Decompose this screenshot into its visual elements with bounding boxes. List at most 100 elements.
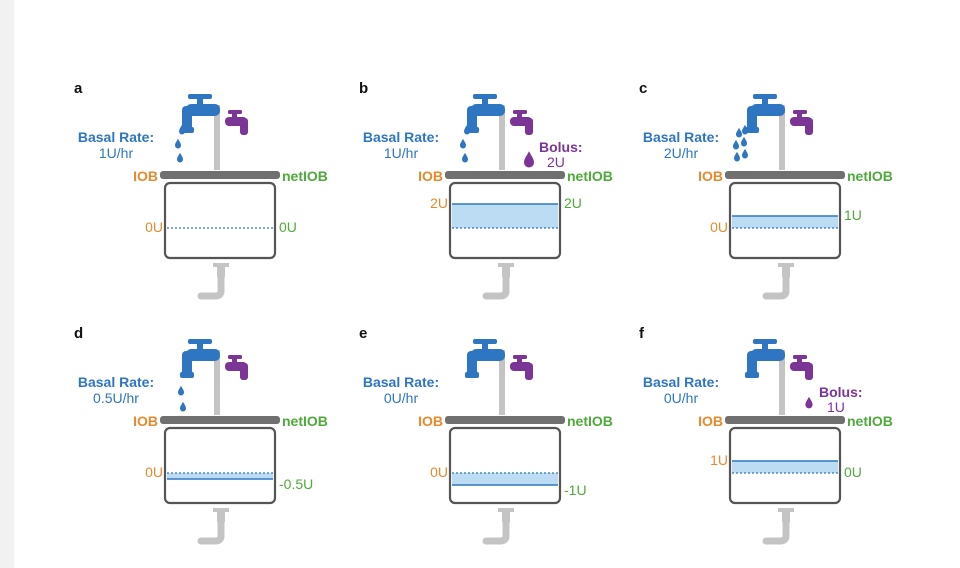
basal-drop-icon bbox=[742, 124, 748, 135]
basal-faucet-handle bbox=[473, 94, 497, 99]
basal-drop-icon bbox=[742, 148, 748, 159]
bolus-faucet-stem bbox=[232, 113, 237, 118]
net-iob-label: netIOB bbox=[282, 413, 328, 429]
iob-label: IOB bbox=[698, 413, 723, 429]
drain-cap bbox=[778, 263, 794, 267]
bolus-faucet-spout bbox=[805, 118, 813, 135]
bolus-value: 2U bbox=[547, 154, 565, 170]
basal-rate-value: 2U/hr bbox=[663, 145, 699, 161]
basal-faucet-body bbox=[186, 104, 220, 116]
bolus-faucet-icon bbox=[790, 110, 813, 135]
iob-label: IOB bbox=[133, 168, 158, 184]
basal-drop-icon bbox=[175, 138, 181, 149]
bolus-label: Bolus: bbox=[539, 139, 583, 155]
basal-rate-label: Basal Rate: bbox=[362, 374, 440, 390]
basal-rate-value: 0.5U/hr bbox=[93, 390, 139, 406]
basal-drop-icon bbox=[464, 124, 470, 135]
basal-faucet-stem bbox=[482, 98, 488, 106]
drain-trap bbox=[197, 518, 225, 545]
bolus-faucet-stem bbox=[797, 113, 802, 118]
drain-cap bbox=[778, 508, 794, 512]
basal-faucet-icon bbox=[180, 339, 220, 378]
inflow-pipe bbox=[214, 105, 220, 170]
basal-faucet-body bbox=[751, 349, 785, 361]
bolus-faucet-handle bbox=[513, 110, 527, 114]
bolus-faucet-icon bbox=[510, 110, 533, 135]
tank bbox=[163, 426, 277, 505]
bolus-faucet-handle bbox=[513, 355, 527, 359]
basal-faucet-stem bbox=[197, 343, 203, 351]
basal-rate-value: 0U/hr bbox=[383, 390, 419, 406]
bolus-drop-icon bbox=[805, 396, 813, 409]
basal-drop-icon bbox=[460, 138, 466, 149]
basal-drop-icon bbox=[462, 152, 468, 163]
basal-rate-label: Basal Rate: bbox=[77, 374, 155, 390]
net-iob-label: netIOB bbox=[567, 413, 613, 429]
net-iob-value: 1U bbox=[844, 207, 862, 223]
tank-lid bbox=[445, 171, 565, 179]
basal-drop-icon bbox=[733, 139, 739, 150]
bolus-faucet-icon bbox=[225, 355, 248, 380]
drain-cap bbox=[498, 508, 514, 512]
panel-b-drawing bbox=[445, 94, 565, 300]
basal-faucet-spout bbox=[747, 351, 757, 377]
basal-drop-icon bbox=[736, 127, 742, 138]
drain-neck bbox=[217, 267, 225, 277]
bolus-faucet-stem bbox=[517, 358, 522, 363]
basal-rate-value: 1U/hr bbox=[98, 145, 134, 161]
basal-faucet-body bbox=[471, 349, 505, 361]
basal-faucet-nozzle bbox=[745, 127, 759, 133]
iob-value: 0U bbox=[710, 219, 728, 235]
panel-letter: b bbox=[359, 80, 369, 97]
basal-faucet-body bbox=[471, 104, 505, 116]
net-iob-value: -0.5U bbox=[279, 476, 314, 492]
basal-drop-icon bbox=[177, 152, 183, 163]
panel-c-drawing bbox=[725, 94, 845, 300]
net-iob-label: netIOB bbox=[567, 168, 613, 184]
drain-neck bbox=[217, 512, 225, 522]
basal-faucet-icon bbox=[465, 339, 505, 378]
basal-faucet-spout bbox=[182, 106, 192, 132]
drain-cap bbox=[213, 263, 229, 267]
basal-faucet-handle bbox=[753, 94, 777, 99]
basal-faucet-spout bbox=[467, 351, 477, 377]
tank bbox=[448, 181, 562, 260]
net-iob-label: netIOB bbox=[847, 168, 893, 184]
bolus-faucet-handle bbox=[793, 355, 807, 359]
drain-cap bbox=[498, 263, 514, 267]
panel-letter: a bbox=[74, 80, 83, 97]
basal-faucet-nozzle bbox=[465, 372, 479, 378]
bolus-faucet-stem bbox=[797, 358, 802, 363]
basal-faucet-handle bbox=[188, 94, 212, 99]
basal-drop-icon bbox=[741, 136, 747, 147]
panel-letter: e bbox=[359, 325, 368, 342]
tank-lid bbox=[160, 171, 280, 179]
panel-letter: c bbox=[639, 80, 648, 97]
inflow-pipe bbox=[499, 350, 505, 415]
basal-faucet-icon bbox=[745, 94, 785, 133]
bolus-label: Bolus: bbox=[819, 384, 863, 400]
basal-faucet-stem bbox=[197, 98, 203, 106]
inflow-pipe bbox=[779, 105, 785, 170]
basal-faucet-nozzle bbox=[745, 372, 759, 378]
drain-neck bbox=[502, 512, 510, 522]
bolus-drop-icon bbox=[524, 151, 534, 168]
basal-faucet-spout bbox=[182, 351, 192, 377]
tank bbox=[448, 426, 562, 505]
basal-faucet-handle bbox=[188, 339, 212, 344]
iob-value: 0U bbox=[430, 464, 448, 480]
basal-faucet-spout bbox=[467, 106, 477, 132]
insulin-fill bbox=[167, 473, 273, 479]
drain-neck bbox=[782, 512, 790, 522]
iob-value: 0U bbox=[145, 464, 163, 480]
panel-e-drawing bbox=[445, 339, 565, 545]
drain-trap bbox=[482, 518, 510, 545]
left-edge-strip bbox=[0, 0, 14, 568]
insulin-fill bbox=[452, 473, 558, 485]
basal-faucet-handle bbox=[753, 339, 777, 344]
panel-f-drawing bbox=[725, 339, 845, 545]
